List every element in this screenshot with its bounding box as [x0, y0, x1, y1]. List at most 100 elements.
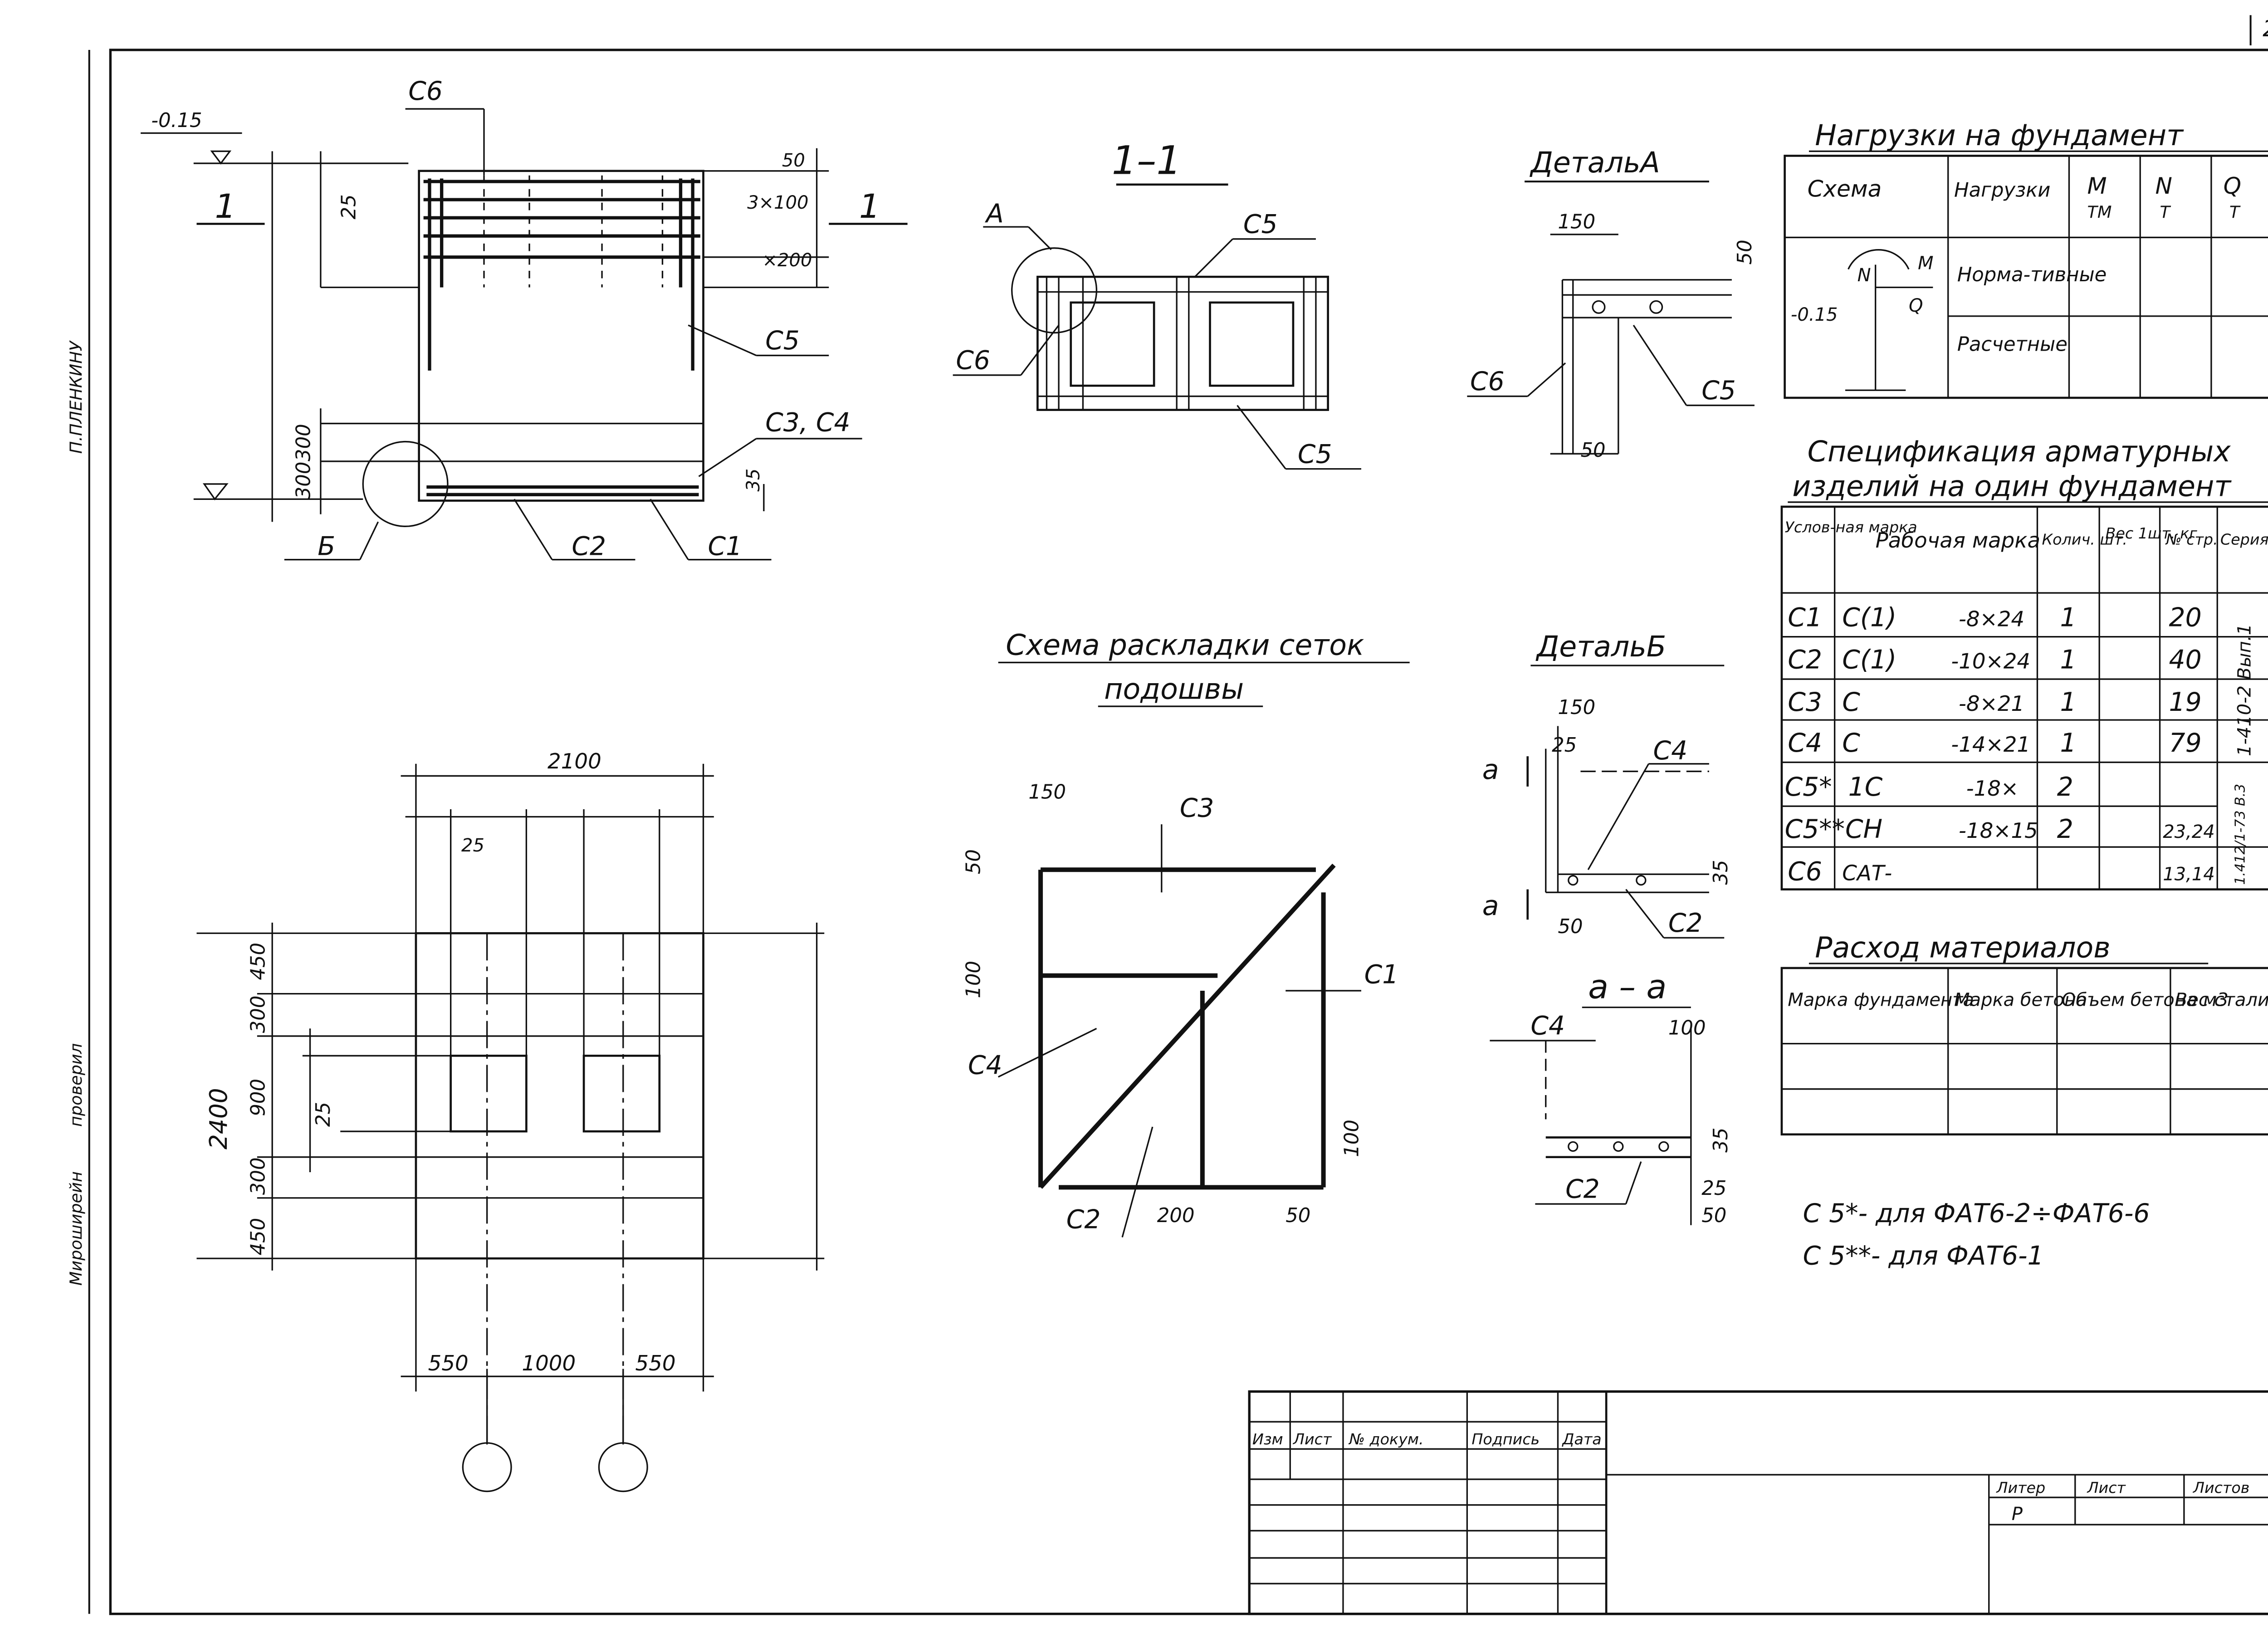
- detail-b-title: ДетальБ: [1535, 630, 1666, 663]
- materials-table: Расход материалов Марка фундамента Марка…: [1780, 931, 2268, 1136]
- row-dim-300a: 300: [247, 996, 270, 1033]
- spec-head-weight: Вес 1шт. кг: [2105, 524, 2197, 542]
- spec-r3-working: С: [1842, 687, 1860, 717]
- tb-stage-value: Р: [2012, 1504, 2023, 1525]
- aa-label-c2: С2: [1565, 1174, 1600, 1204]
- side-label-3: Мироширейн: [66, 1171, 86, 1286]
- detail-b-dim-150: 150: [1558, 696, 1595, 719]
- spec-r6-page: 23,24: [2163, 822, 2215, 842]
- spec-r2-page: 40: [2169, 645, 2202, 675]
- axis-marker-1: [462, 1442, 512, 1492]
- spec-r2-working: С(1): [1842, 645, 1897, 675]
- spec-title-2: изделий на один фундамент: [1792, 470, 2232, 503]
- label-c1: С1: [708, 532, 743, 562]
- spec-series-1: 1-410-2 Вып.1: [2234, 624, 2255, 756]
- spec-r4-page: 79: [2169, 728, 2202, 758]
- elevation-label: -0.15: [151, 109, 202, 132]
- row-dim-900: 900: [247, 1079, 270, 1116]
- spec-r1-page: 20: [2169, 602, 2202, 632]
- dim-2400: 2400: [204, 1088, 233, 1150]
- dim-right-200: ×200: [763, 250, 812, 271]
- elevation-view: 1 1 -0.15 25 300 300 50 3×100 ×200 35: [141, 76, 908, 562]
- spec-r1-working: С(1): [1842, 602, 1897, 632]
- scheme-q: Q: [1909, 295, 1923, 316]
- dim-left-300a: 300: [293, 424, 315, 461]
- loads-unit-n: Т: [2160, 202, 2171, 222]
- col-dim-1000: 1000: [522, 1351, 576, 1376]
- spec-r4-qty: 1: [2060, 728, 2076, 758]
- col-dim-550a: 550: [428, 1351, 469, 1376]
- detail-b-cut-bottom: а: [1482, 890, 1499, 922]
- spec-head-page: № стр.: [2165, 530, 2218, 548]
- note-2: С 5**- для ФАТ6-1: [1803, 1241, 2044, 1271]
- dim-right-3x100: 3×100: [747, 192, 808, 213]
- spec-r1-mark: С1: [1788, 602, 1822, 632]
- label-c5: С5: [765, 326, 800, 356]
- spec-r6-mark: С5**: [1785, 814, 1845, 844]
- detail-b-cut-top: а: [1482, 754, 1499, 786]
- materials-title: Расход материалов: [1815, 931, 2110, 964]
- spec-r5-working: 1С: [1848, 772, 1883, 802]
- materials-head-concrete: Марка бетона: [1954, 989, 2087, 1010]
- detail-a-dim-50-right: 50: [1734, 240, 1756, 264]
- detail-b-dim-25: 25: [1552, 734, 1577, 757]
- tb-stage-liter: Литер: [1996, 1479, 2045, 1497]
- side-label-1: П.ПЛЕНКИНУ: [66, 340, 86, 454]
- dim-top-25: 25: [461, 835, 484, 856]
- tb-head-list: Лист: [1293, 1430, 1332, 1448]
- loads-row-normative: Норма-тивные: [1957, 264, 2107, 286]
- scheme-m: M: [1918, 253, 1934, 274]
- detail-b-label-c2: С2: [1668, 908, 1703, 938]
- mesh-dim-50-bottom: 50: [1286, 1204, 1310, 1227]
- detail-a-dim-50-bottom: 50: [1580, 439, 1605, 462]
- label-c6: С6: [408, 76, 443, 106]
- mesh-label-c1: С1: [1364, 959, 1399, 989]
- aa-dim-25: 25: [1701, 1177, 1726, 1200]
- mesh-layout: Схема раскладки сеток подошвы С3 С1 С4 С…: [963, 628, 1410, 1238]
- loads-head-q: Q: [2224, 173, 2241, 199]
- spec-r2-mark: С2: [1788, 645, 1822, 675]
- left-inner-25: 25: [312, 1102, 335, 1127]
- spec-r1-qty: 1: [2060, 602, 2076, 632]
- section-label-c5-top: С5: [1243, 209, 1278, 239]
- loads-table: Нагрузки на фундамент Схема Нагрузки M N…: [1784, 118, 2268, 399]
- mesh-dim-100-left: 100: [963, 961, 985, 998]
- spec-title-1: Спецификация арматурных: [1808, 435, 2231, 468]
- materials-head-volume: Объем бетона м3: [2062, 989, 2229, 1010]
- spec-r6-qty: 2: [2057, 814, 2073, 844]
- detail-b-dim-35: 35: [1710, 860, 1732, 885]
- spec-head-mark: Услов-ная марка: [1785, 519, 1917, 536]
- spec-series-2: 1.412/1-73 В.3: [2232, 784, 2248, 885]
- dim-left-25: 25: [338, 194, 361, 219]
- dim-right-50: 50: [782, 150, 805, 171]
- aa-dim-35: 35: [1710, 1128, 1732, 1153]
- detail-a-dim-150: 150: [1558, 210, 1595, 233]
- spec-head-series: Серия выпуск: [2220, 530, 2268, 548]
- aa-dim-50: 50: [1701, 1204, 1726, 1227]
- spec-r1-size: -8×24: [1959, 607, 2024, 631]
- detail-a-label-c5: С5: [1701, 376, 1736, 406]
- notes: С 5*- для ФАТ6-2÷ФАТ6-6 С 5**- для ФАТ6-…: [1803, 1199, 2150, 1271]
- mesh-label-c4: С4: [968, 1050, 1002, 1080]
- label-a: А: [984, 199, 1004, 229]
- label-c2: С2: [572, 532, 606, 562]
- tb-head-doc: № докум.: [1348, 1430, 1423, 1448]
- aa-dim-100: 100: [1668, 1017, 1706, 1040]
- section-aa: а – а С4 100 35 25 50 С2: [1490, 968, 1732, 1227]
- mesh-dim-50: 50: [963, 849, 985, 874]
- row-dim-300b: 300: [247, 1157, 270, 1195]
- spec-r6-size: -18×15: [1959, 819, 2038, 843]
- mesh-label-c3: С3: [1180, 793, 1214, 823]
- loads-unit-m: ТМ: [2087, 202, 2112, 222]
- spec-r2-size: -10×24: [1951, 650, 2030, 674]
- spec-head-qty: Колич. шт.: [2042, 530, 2127, 548]
- mesh-title-2: подошвы: [1104, 672, 1244, 705]
- dim-2100: 2100: [547, 749, 601, 774]
- spec-r6-working: СН: [1845, 814, 1882, 844]
- dim-right-35: 35: [743, 469, 764, 492]
- section-mark-left: 1: [215, 187, 236, 226]
- scheme-n: N: [1857, 265, 1871, 286]
- loads-head-scheme: Схема: [1808, 176, 1882, 202]
- tb-stage-sheets: Листов: [2193, 1479, 2250, 1497]
